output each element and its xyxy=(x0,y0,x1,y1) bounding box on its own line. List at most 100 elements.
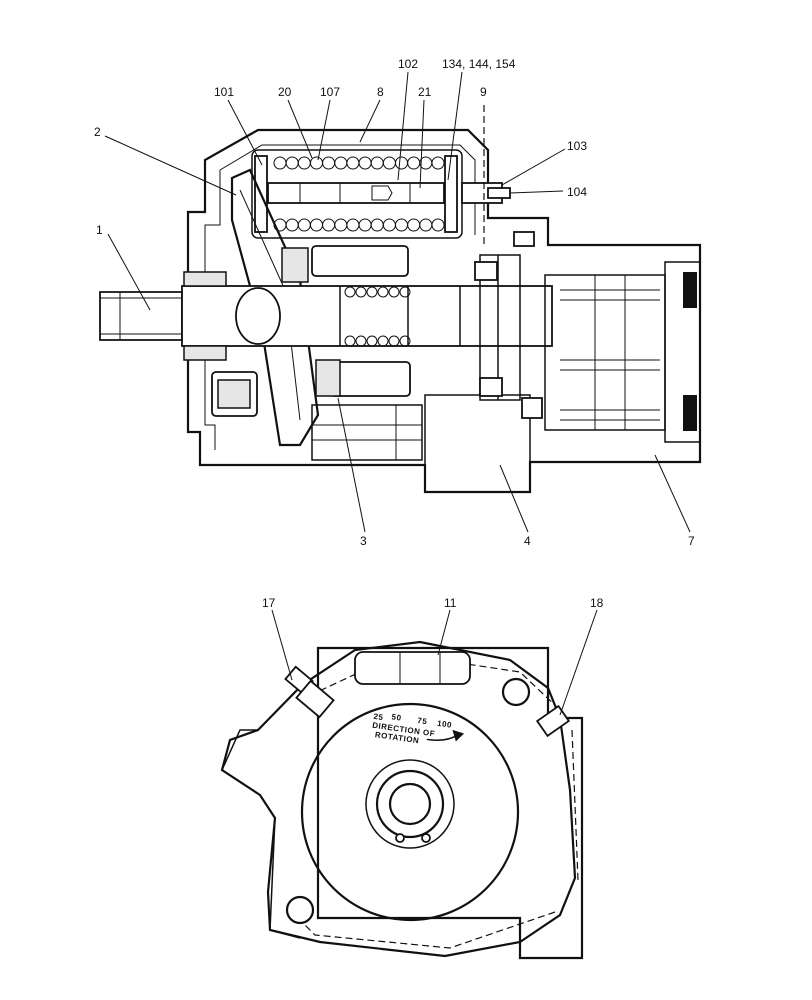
callout-103: 103 xyxy=(567,139,587,153)
fitting-17 xyxy=(284,665,335,719)
spring-coil xyxy=(322,218,336,232)
rotation-plate: 25 50 75 100 DIRECTION OF ROTATION xyxy=(372,712,465,745)
block-spring-coil xyxy=(388,335,400,347)
block-spring-coil xyxy=(388,286,400,298)
rotation-mark-3: 75 xyxy=(417,716,428,726)
callout-20: 20 xyxy=(278,85,292,99)
callout-9: 9 xyxy=(480,85,487,99)
cylinder-block-lines xyxy=(312,405,422,460)
block-spring-coil xyxy=(399,286,411,298)
flange-bolt-hole-top xyxy=(501,677,531,707)
coupling-flange-top xyxy=(474,261,498,281)
piston-top xyxy=(311,245,409,277)
callout-134-144-154: 134, 144, 154 xyxy=(442,57,516,71)
shaft-seal xyxy=(375,769,445,839)
seal-screw-left xyxy=(395,833,405,843)
servo-piston-right-plate xyxy=(444,155,458,233)
spring-coil xyxy=(382,156,396,170)
block-spring-coil xyxy=(344,335,356,347)
pilot-boss-outer xyxy=(300,702,520,922)
rear-seal-top xyxy=(521,397,543,419)
shaft-bearing-ball xyxy=(235,287,281,345)
front-bearing xyxy=(183,271,227,287)
port-block-4 xyxy=(424,394,531,493)
spring-coil xyxy=(334,218,348,232)
callout-18: 18 xyxy=(590,596,604,610)
spring-coil xyxy=(285,156,299,170)
spring-coil xyxy=(334,156,348,170)
cylinder-block-lower xyxy=(311,404,423,461)
spring-coil xyxy=(407,218,421,232)
rotation-arrowhead-icon xyxy=(452,729,465,742)
spring-coil xyxy=(310,156,323,170)
servo-rod xyxy=(267,182,445,204)
top-port-detail xyxy=(399,652,441,684)
leader-lines-top xyxy=(104,71,691,533)
spring-coil xyxy=(419,218,433,232)
leader-lines-bottom xyxy=(271,609,598,716)
callout-2: 2 xyxy=(94,125,101,139)
callout-4: 4 xyxy=(524,534,531,548)
flange-bolt-hole-bottom xyxy=(285,895,315,925)
rotation-mark-1: 25 xyxy=(373,712,384,722)
block-spring-coil xyxy=(355,286,367,298)
spring-coil xyxy=(346,218,360,232)
input-shaft-spline xyxy=(99,291,183,341)
block-spring-bottom xyxy=(344,335,411,347)
callout-17: 17 xyxy=(262,596,276,610)
spring-coil xyxy=(431,156,445,170)
rear-seal xyxy=(513,231,535,247)
housing-cavity xyxy=(204,144,476,450)
spring-coil xyxy=(310,218,323,232)
hidden-outline xyxy=(299,659,579,949)
end-view: 25 50 75 100 DIRECTION OF ROTATION xyxy=(220,609,598,960)
block-spring-coil xyxy=(366,286,378,298)
callout-21: 21 xyxy=(418,85,432,99)
pilot-boss-ring xyxy=(365,759,455,849)
spring-coil xyxy=(285,218,299,232)
adjust-plug-cap xyxy=(217,379,251,409)
outer-spring-bottom xyxy=(273,218,445,232)
callout-102: 102 xyxy=(398,57,418,71)
callout-11: 11 xyxy=(444,596,457,610)
spring-coil xyxy=(273,156,287,170)
mount-flange xyxy=(220,640,577,958)
callout-3: 3 xyxy=(360,534,367,548)
fitting-18 xyxy=(535,704,571,738)
spring-coil xyxy=(395,156,408,170)
callout-labels: 1 2 101 20 107 8 102 21 134, 144, 154 9 … xyxy=(94,57,695,610)
spring-coil xyxy=(322,156,336,170)
spring-coil xyxy=(431,218,445,232)
seal-screw-right xyxy=(421,833,431,843)
block-spring-coil xyxy=(366,335,378,347)
block-spring-coil xyxy=(377,335,389,347)
block-spring-coil xyxy=(344,286,356,298)
block-spring-coil xyxy=(399,335,411,347)
spring-coil xyxy=(346,156,360,170)
sectional-view xyxy=(99,71,702,533)
coupling xyxy=(479,254,521,401)
piston-shoe-bottom xyxy=(315,359,341,397)
block-spring-top xyxy=(344,286,411,298)
block-spring-coil xyxy=(377,286,389,298)
callout-7: 7 xyxy=(688,534,695,548)
top-port-11 xyxy=(354,651,471,685)
callout-8: 8 xyxy=(377,85,384,99)
piston-shoe-top xyxy=(281,247,309,283)
rear-bolt-bottom xyxy=(683,395,697,431)
spring-coil xyxy=(370,156,384,170)
spring-coil xyxy=(370,218,384,232)
coupling-flange-bottom xyxy=(479,377,503,397)
spring-coil xyxy=(358,156,372,170)
shaft-bore xyxy=(388,782,432,826)
shaft-spline-detail xyxy=(100,292,182,340)
spring-coil xyxy=(358,218,372,232)
rotation-mark-2: 50 xyxy=(391,712,402,722)
rotation-mark-4: 100 xyxy=(437,719,453,730)
callout-101: 101 xyxy=(214,85,234,99)
spring-coil xyxy=(297,156,311,170)
rear-pump-7-housing xyxy=(544,274,666,431)
callout-107: 107 xyxy=(320,85,340,99)
block-spring-coil xyxy=(355,335,367,347)
